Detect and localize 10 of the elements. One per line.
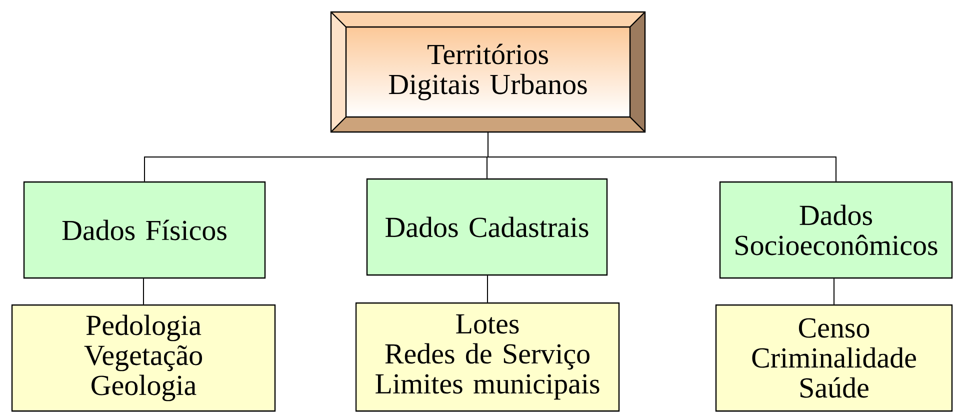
bevel-box: Territórios Digitais Urbanos <box>330 11 646 133</box>
category-box: Dados Socioeconômicos <box>719 181 953 279</box>
list-box: Lotes Redes de Serviço Limites municipais <box>355 302 620 412</box>
list-box: Pedologia Vegetação Geologia <box>11 304 276 412</box>
connector-line <box>143 278 144 305</box>
category-box: Dados Cadastrais <box>366 178 608 276</box>
connector-line <box>487 275 488 303</box>
connector-line <box>488 132 836 182</box>
category-box: Dados Físicos <box>23 181 266 279</box>
list-box: Censo Criminalidade Saúde <box>715 304 953 412</box>
